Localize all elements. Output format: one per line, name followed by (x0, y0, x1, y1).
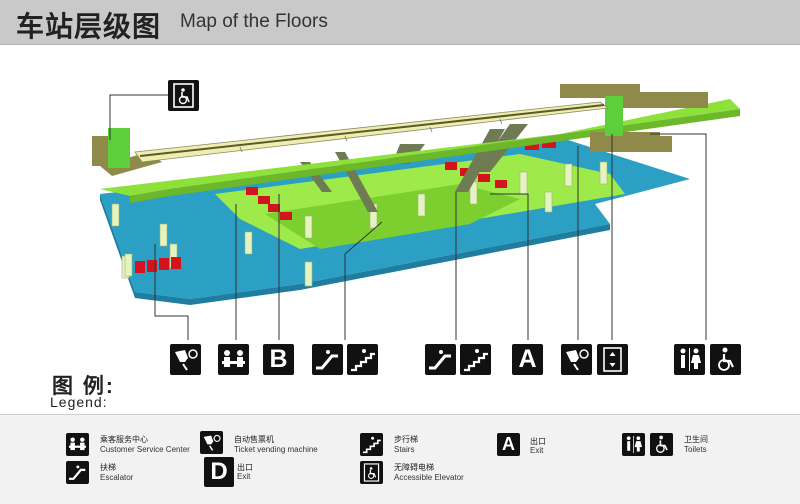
elevator-shaft-right (605, 96, 623, 136)
concourse-edge (100, 194, 610, 305)
legend-elevator-zh: 无障碍电梯 (394, 463, 434, 472)
legend-exit-a-zh: 出口 (530, 437, 546, 446)
legend-vending-zh: 自动售票机 (234, 435, 274, 444)
accessible-icon (710, 344, 741, 375)
exit-a-marker: A (512, 344, 543, 375)
header-bar: 车站层级图 Map of the Floors (0, 0, 800, 45)
escalator-icon (425, 344, 456, 375)
toilets-icon (622, 433, 645, 456)
leader-lines (109, 94, 707, 340)
ticket-vending-icon (170, 344, 201, 375)
floor-diagram (92, 84, 740, 340)
customer-service-icon (218, 344, 249, 375)
customer-service-icon (66, 433, 89, 456)
legend-service-zh: 乘客服务中心 (100, 435, 148, 444)
accessible-elevator-icon (168, 80, 199, 111)
stairs-icon (347, 344, 378, 375)
legend-stairs-zh: 步行梯 (394, 435, 418, 444)
legend-toilets-zh: 卫生间 (684, 435, 708, 444)
page-title-en: Map of the Floors (180, 11, 328, 32)
escalator-icon (312, 344, 343, 375)
ticket-vending-icon (200, 431, 223, 454)
ticket-gates (135, 140, 556, 273)
legend-exit-a-en: Exit (530, 446, 544, 455)
legend-service-en: Customer Service Center (100, 445, 190, 454)
legend-exit-a-icon: A (497, 433, 520, 456)
platform-edge (130, 109, 740, 203)
legend-stairs-en: Stairs (394, 445, 415, 454)
accessible-elevator-icon (360, 461, 383, 484)
legend-vending-en: Ticket vending machine (234, 445, 318, 454)
accessible-icon (650, 433, 673, 456)
legend-heading-en: Legend: (50, 394, 108, 410)
legend-exit-d-zh: 出口 (237, 463, 253, 472)
legend-heading-zh: 图 例: (52, 375, 115, 398)
pillars (111, 161, 608, 287)
toilets-icon (674, 344, 705, 375)
platform-floor (100, 99, 740, 196)
legend-escalator-zh: 扶梯 (100, 463, 116, 472)
train (134, 101, 610, 163)
legend-exit-d-icon: D (204, 457, 234, 487)
legend-elevator-en: Accessible Elevator (394, 473, 464, 482)
elevator-icon (597, 344, 628, 375)
elevator-shaft (108, 128, 130, 168)
page-title-zh: 车站层级图 (16, 11, 162, 42)
stairs-icon (360, 433, 383, 456)
legend-panel: 乘客服务中心 Customer Service Center 自动售票机 Tic… (0, 414, 800, 504)
escalator-icon (66, 461, 89, 484)
legend-toilets-en: Toilets (684, 445, 707, 454)
legend-escalator-en: Escalator (100, 473, 134, 482)
ticket-vending-icon (561, 344, 592, 375)
legend-exit-d-en: Exit (237, 472, 251, 481)
stairs-icon (460, 344, 491, 375)
exit-b-marker: B (263, 344, 294, 375)
